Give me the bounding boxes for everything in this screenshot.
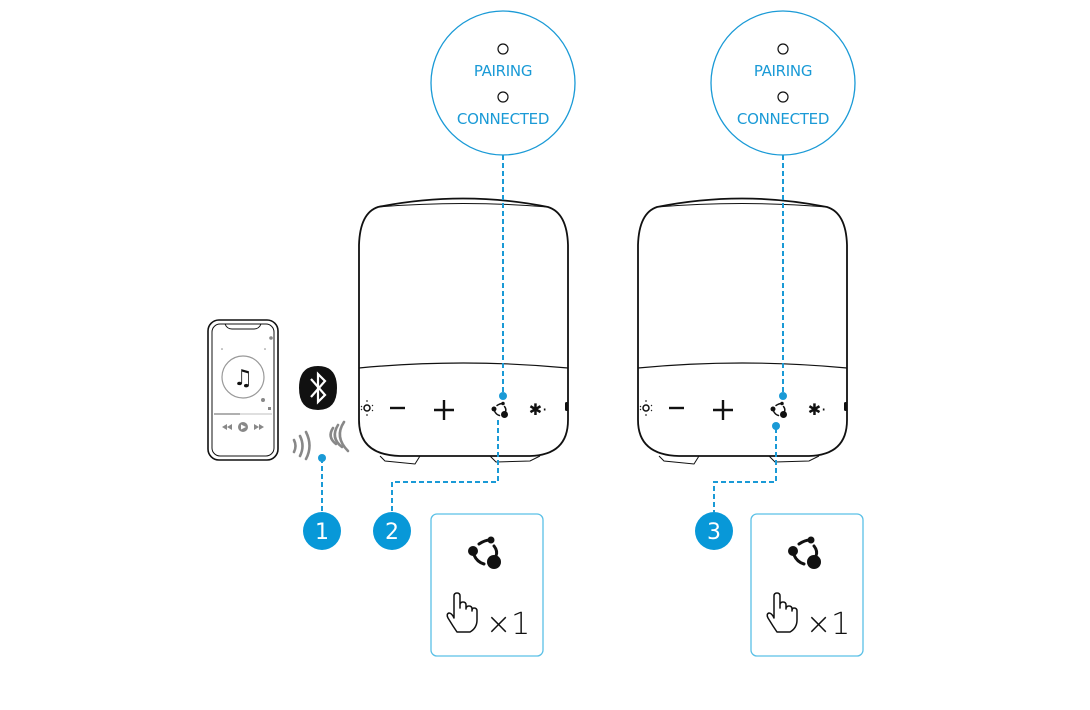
instruction-box-2: ×1 xyxy=(430,513,544,657)
pairing-label: PAIRING xyxy=(754,62,812,80)
light-button[interactable] xyxy=(360,400,374,416)
bluetooth-button[interactable]: ✱· xyxy=(808,400,827,419)
light-button[interactable] xyxy=(639,400,653,416)
step-badge-2: 2 xyxy=(373,512,411,550)
music-note-icon: ♫ xyxy=(233,366,253,391)
svg-text:3: 3 xyxy=(707,520,721,545)
press-count: ×1 xyxy=(486,607,530,642)
pairing-led-icon xyxy=(777,43,789,55)
connected-label: CONNECTED xyxy=(737,110,829,128)
indicator-callout-1: PAIRING CONNECTED xyxy=(430,10,576,156)
step-badge-3: 3 xyxy=(695,512,733,550)
svg-text:2: 2 xyxy=(385,520,399,545)
step-badge-1: 1 xyxy=(303,512,341,550)
light-icon xyxy=(642,404,650,412)
speaker-1: ✱· xyxy=(358,197,569,465)
leader-dots xyxy=(318,392,787,462)
bluetooth-icon xyxy=(299,366,337,410)
instruction-box-3: ×1 xyxy=(750,513,864,657)
connected-label: CONNECTED xyxy=(457,110,549,128)
wireless-signal-icon xyxy=(292,420,350,461)
connected-led-icon xyxy=(777,91,789,103)
leader-lines xyxy=(321,155,784,512)
indicator-callout-2: PAIRING CONNECTED xyxy=(710,10,856,156)
playback-controls xyxy=(222,422,264,432)
svg-text:1: 1 xyxy=(315,520,329,545)
speaker-2: ✱· xyxy=(637,197,848,465)
connected-led-icon xyxy=(497,91,509,103)
pairing-label: PAIRING xyxy=(474,62,532,80)
volume-up-button[interactable] xyxy=(713,400,733,420)
press-count: ×1 xyxy=(806,607,850,642)
light-icon xyxy=(363,404,371,412)
phone: ♫ xyxy=(207,319,279,461)
pairing-led-icon xyxy=(497,43,509,55)
bluetooth-button[interactable]: ✱· xyxy=(529,400,548,419)
volume-up-button[interactable] xyxy=(434,400,454,420)
